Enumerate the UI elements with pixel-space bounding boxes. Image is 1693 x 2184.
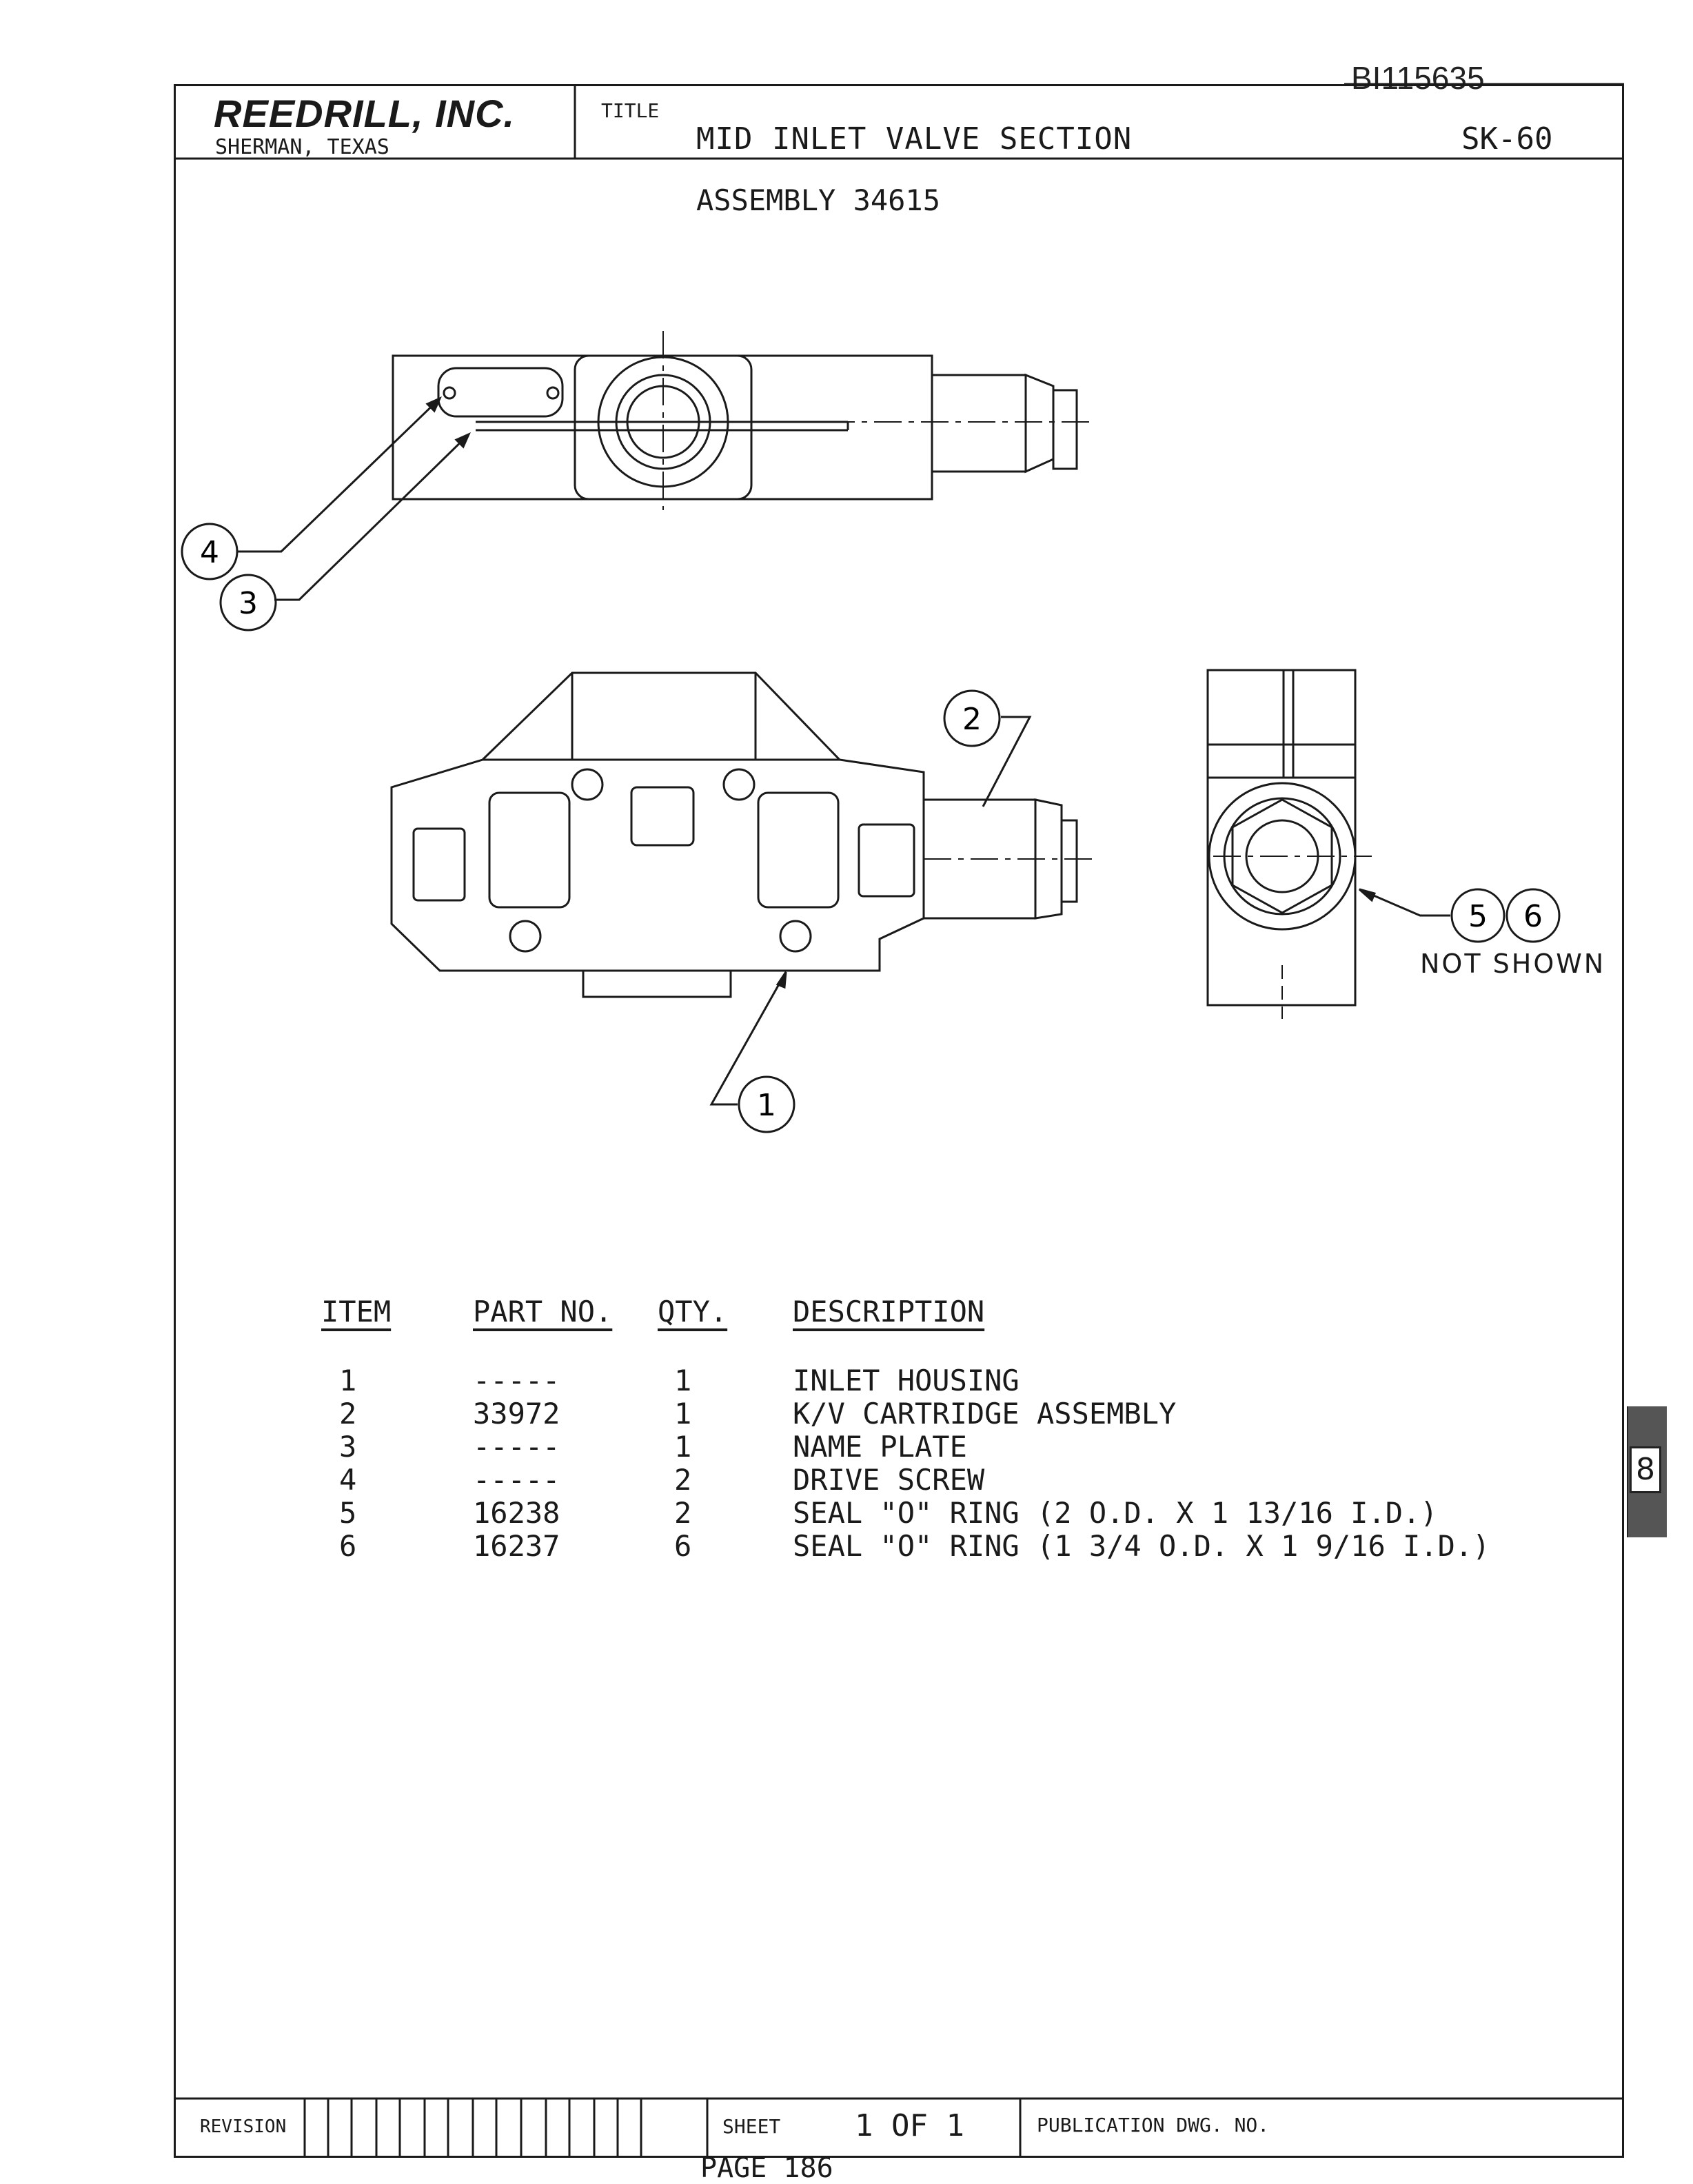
row-part-no: ----- [473,1430,560,1464]
row-item: 1 [339,1364,357,1397]
drawing-title: MID INLET VALVE SECTION [696,121,1133,156]
row-description: NAME PLATE [793,1430,967,1464]
callout-item-5: 5 [1468,899,1488,934]
callout-item-2: 2 [962,702,982,737]
row-description: DRIVE SCREW [793,1463,985,1497]
row-item: 6 [339,1529,357,1563]
row-qty: 1 [674,1397,692,1430]
revision-label: REVISION [200,2116,287,2137]
row-qty: 6 [674,1529,692,1563]
page-number: PAGE 186 [700,2152,833,2184]
sheet-code: SK-60 [1461,121,1553,156]
row-item: 4 [339,1463,357,1497]
company-location: SHERMAN, TEXAS [215,135,389,159]
row-qty: 1 [674,1430,692,1464]
row-qty: 1 [674,1364,692,1397]
callout-item-4: 4 [200,535,219,570]
row-qty: 2 [674,1463,692,1497]
row-part-no: ----- [473,1463,560,1497]
row-qty: 2 [674,1496,692,1530]
drawing-frame [174,84,1624,2158]
row-description: INLET HOUSING [793,1364,1020,1397]
sheet-value: 1 OF 1 [855,2108,964,2143]
company-name: REEDRILL, INC. [214,92,516,135]
not-shown-note: NOT SHOWN [1420,949,1606,979]
header-qty: QTY. [658,1295,728,1328]
row-description: SEAL "O" RING (1 3/4 O.D. X 1 9/16 I.D.) [793,1529,1490,1563]
header-description: DESCRIPTION [793,1295,985,1328]
row-part-no: 16238 [473,1496,560,1530]
row-item: 3 [339,1430,357,1464]
callout-item-6: 6 [1523,899,1543,934]
document-id: BI115635 [1351,60,1485,96]
section-tab-number: 8 [1630,1446,1661,1493]
row-description: K/V CARTRIDGE ASSEMBLY [793,1397,1177,1430]
row-part-no: 33972 [473,1397,560,1430]
callout-item-1: 1 [757,1088,776,1123]
publication-dwg-label: PUBLICATION DWG. NO. [1037,2114,1270,2136]
assembly-number: ASSEMBLY 34615 [696,183,941,217]
row-description: SEAL "O" RING (2 O.D. X 1 13/16 I.D.) [793,1496,1438,1530]
header-item: ITEM [321,1295,392,1328]
title-caption: TITLE [601,99,660,122]
sheet-label: SHEET [722,2115,781,2138]
callout-item-3: 3 [239,586,258,621]
header-part-no: PART NO. [473,1295,613,1328]
row-part-no: ----- [473,1364,560,1397]
row-item: 5 [339,1496,357,1530]
row-part-no: 16237 [473,1529,560,1563]
row-item: 2 [339,1397,357,1430]
